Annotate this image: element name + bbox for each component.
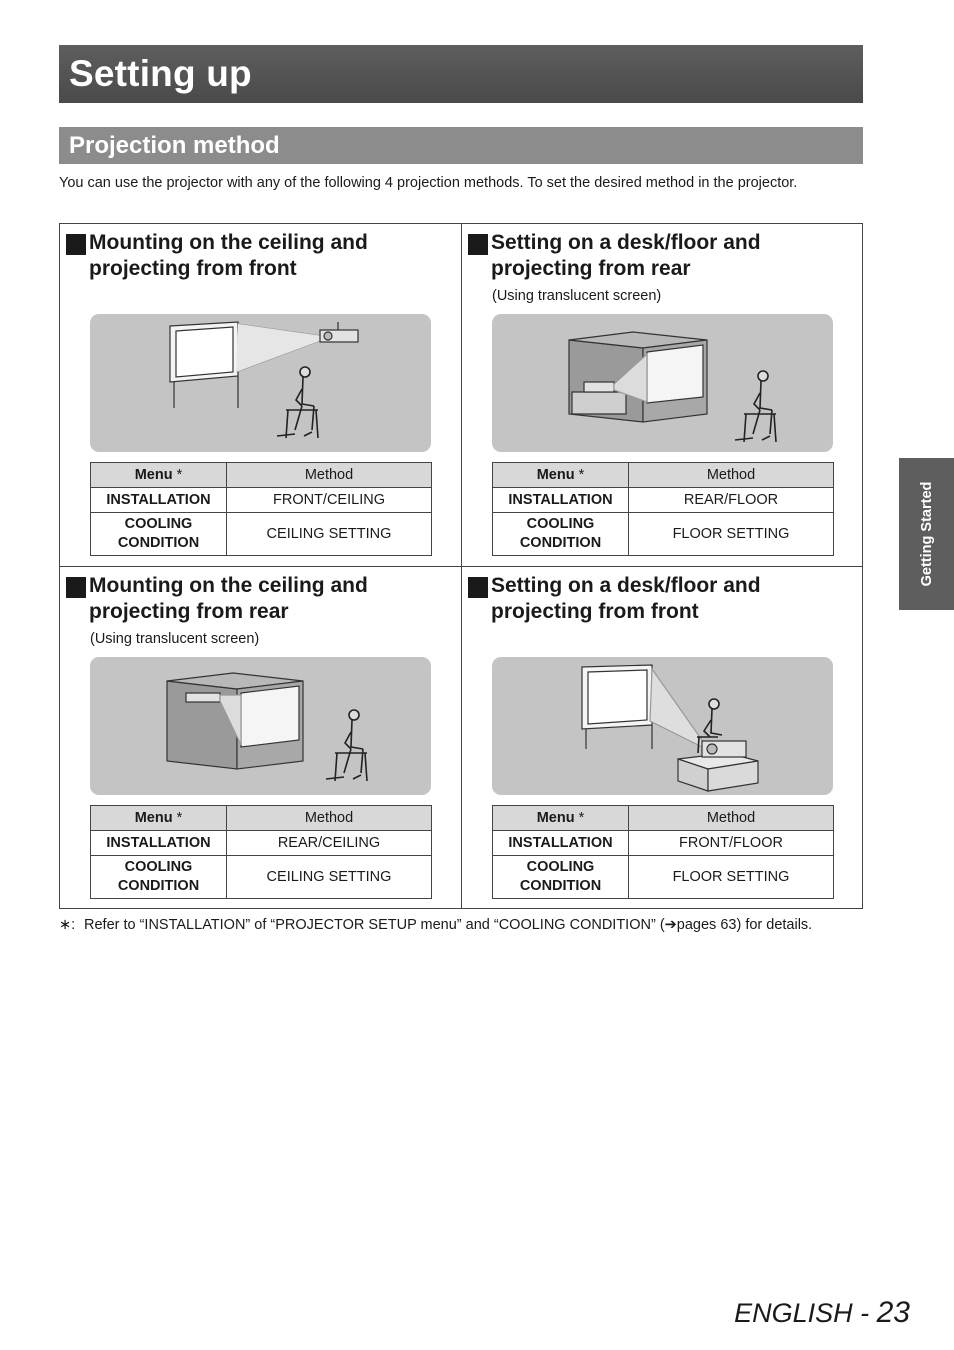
intro-text: You can use the projector with any of th… bbox=[59, 175, 798, 191]
footnote-mark: ∗: bbox=[59, 917, 76, 933]
side-tab-label: Getting Started bbox=[918, 481, 935, 587]
method-title: Mounting on the ceiling and projecting f… bbox=[89, 574, 368, 623]
bullet-square-icon bbox=[66, 577, 86, 598]
ceiling-rear-illustration bbox=[90, 657, 431, 795]
section-title: Projection method bbox=[69, 132, 280, 159]
method-ceiling-rear: Mounting on the ceiling and projecting f… bbox=[60, 567, 461, 909]
method-settings-table: Menu * Method INSTALLATION FRONT/CEILING… bbox=[90, 462, 432, 556]
cooling-condition-value: CEILING SETTING bbox=[226, 855, 432, 899]
page-number: 23 bbox=[876, 1296, 910, 1329]
method-header: Method bbox=[226, 805, 432, 831]
bullet-square-icon bbox=[468, 234, 488, 255]
method-header: Method bbox=[628, 805, 834, 831]
title-bar: Setting up bbox=[59, 45, 863, 103]
floor-front-illustration bbox=[492, 657, 833, 795]
footer-language: ENGLISH - bbox=[734, 1298, 877, 1328]
section-bar: Projection method bbox=[59, 127, 863, 164]
installation-value: REAR/FLOOR bbox=[628, 487, 834, 513]
method-note: (Using translucent screen) bbox=[90, 631, 260, 647]
method-floor-front: Setting on a desk/floor and projecting f… bbox=[462, 567, 863, 909]
method-title: Setting on a desk/floor and projecting f… bbox=[491, 574, 761, 623]
cooling-condition-value: FLOOR SETTING bbox=[628, 855, 834, 899]
menu-header: Menu * bbox=[90, 805, 227, 831]
method-header: Method bbox=[226, 462, 432, 488]
installation-label: INSTALLATION bbox=[492, 487, 629, 513]
menu-header: Menu * bbox=[90, 462, 227, 488]
method-title: Mounting on the ceiling and projecting f… bbox=[89, 231, 368, 280]
method-note: (Using translucent screen) bbox=[492, 288, 662, 304]
method-ceiling-front: Mounting on the ceiling and projecting f… bbox=[60, 224, 461, 566]
cooling-condition-value: FLOOR SETTING bbox=[628, 512, 834, 556]
cooling-condition-value: CEILING SETTING bbox=[226, 512, 432, 556]
installation-value: REAR/CEILING bbox=[226, 830, 432, 856]
side-tab: Getting Started bbox=[899, 458, 954, 610]
method-header: Method bbox=[628, 462, 834, 488]
installation-value: FRONT/CEILING bbox=[226, 487, 432, 513]
bullet-square-icon bbox=[468, 577, 488, 598]
method-title: Setting on a desk/floor and projecting f… bbox=[491, 231, 761, 280]
menu-header: Menu * bbox=[492, 805, 629, 831]
installation-value: FRONT/FLOOR bbox=[628, 830, 834, 856]
grid-divider-horizontal bbox=[60, 566, 862, 567]
bullet-square-icon bbox=[66, 234, 86, 255]
installation-label: INSTALLATION bbox=[492, 830, 629, 856]
ceiling-front-illustration bbox=[90, 314, 431, 452]
method-settings-table: Menu * Method INSTALLATION REAR/FLOOR CO… bbox=[492, 462, 834, 556]
installation-label: INSTALLATION bbox=[90, 487, 227, 513]
menu-header: Menu * bbox=[492, 462, 629, 488]
method-settings-table: Menu * Method INSTALLATION REAR/CEILING … bbox=[90, 805, 432, 899]
footnote-text: Refer to “INSTALLATION” of “PROJECTOR SE… bbox=[84, 917, 813, 933]
installation-label: INSTALLATION bbox=[90, 830, 227, 856]
methods-grid: Mounting on the ceiling and projecting f… bbox=[59, 223, 863, 909]
method-floor-rear: Setting on a desk/floor and projecting f… bbox=[462, 224, 863, 566]
floor-rear-illustration bbox=[492, 314, 833, 452]
method-settings-table: Menu * Method INSTALLATION FRONT/FLOOR C… bbox=[492, 805, 834, 899]
page-title: Setting up bbox=[69, 53, 252, 94]
page-footer: ENGLISH - 23 bbox=[734, 1296, 910, 1330]
